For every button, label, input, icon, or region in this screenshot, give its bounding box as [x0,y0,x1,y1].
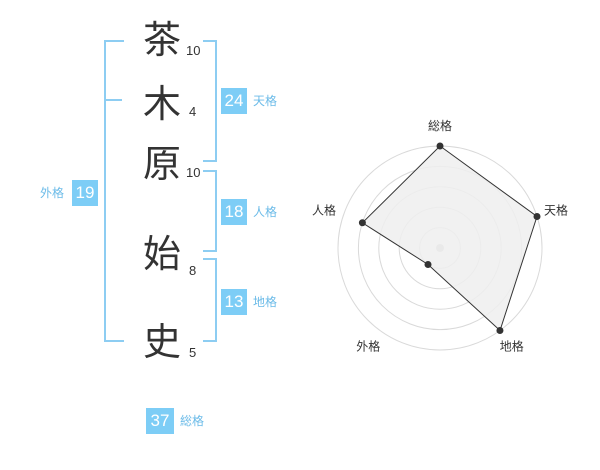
radar-point [496,327,504,335]
stroke-count-2: 4 [189,104,197,119]
name-char-3: 原 [142,142,181,186]
name-char-2: 木 [142,82,181,126]
chikaku-label: 地格 [253,295,278,309]
gaikaku-label: 外格 [40,186,65,200]
radar-point [436,142,444,150]
radar-point [358,219,366,227]
radar-axis-label: 外格 [356,339,380,354]
soukaku-value: 37 [146,408,174,434]
tenkaku-label: 天格 [253,94,278,108]
stroke-count-5: 5 [189,345,197,360]
tenkaku-value: 24 [221,88,247,114]
chikaku-bracket [203,258,217,342]
gaikaku-bracket-tick [104,99,122,101]
gaikaku-value: 19 [72,180,98,206]
radar-area [361,145,538,332]
name-char-1: 茶 [142,18,181,62]
stroke-count-3: 10 [186,165,201,180]
chikaku-value: 13 [221,289,247,315]
name-char-5: 史 [142,320,181,364]
radar-axis-label: 天格 [544,202,568,217]
stroke-count-4: 8 [189,263,197,278]
name-char-4: 始 [142,232,181,276]
radar-axis-label: 人格 [312,202,336,217]
tenkaku-bracket [203,40,217,162]
radar-axis-label: 総格 [428,118,452,133]
radar-point [424,261,432,269]
soukaku-label: 総格 [180,414,205,428]
jinkaku-bracket [203,170,217,252]
radar-point [533,212,541,220]
radar-points [358,142,541,335]
stroke-count-1: 10 [186,43,201,58]
gaikaku-bracket [104,40,124,342]
jinkaku-value: 18 [221,199,247,225]
radar-axis-label: 地格 [500,339,524,354]
jinkaku-label: 人格 [253,205,278,219]
